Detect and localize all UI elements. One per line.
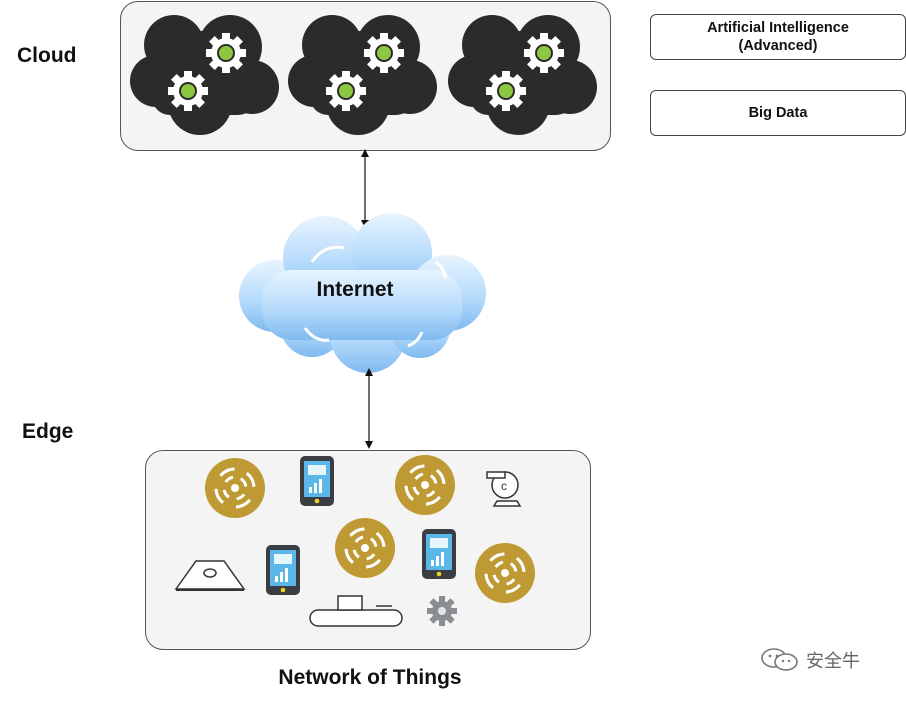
- gear-icon: [427, 596, 457, 626]
- conveyor-icon: [309, 595, 403, 627]
- cloud-label: Cloud: [17, 44, 77, 67]
- wireless-sensor-icon: [473, 541, 537, 605]
- big-data-box: Big Data: [650, 90, 906, 136]
- wireless-sensor-icon: [393, 453, 457, 517]
- mobile-phone-icon: [422, 529, 456, 579]
- edge-label: Edge: [22, 420, 74, 443]
- wechat-icon: [761, 648, 798, 671]
- big-data-box-label: Big Data: [748, 105, 808, 121]
- ai-box-label: Artificial Intelligence (Advanced): [707, 20, 849, 54]
- mobile-phone-icon: [300, 456, 334, 506]
- mobile-phone-icon: [266, 545, 300, 595]
- svg-text:c: c: [501, 479, 507, 493]
- network-of-things-label: Network of Things: [278, 666, 462, 689]
- internet-label: Internet: [316, 278, 394, 301]
- scale-icon: [174, 560, 246, 591]
- wireless-sensor-icon: [203, 456, 267, 520]
- watermark: 安全牛: [760, 647, 860, 673]
- pump-icon: c: [486, 471, 522, 507]
- internet-cloud-highlights: [303, 245, 448, 348]
- wireless-sensor-icon: [333, 516, 397, 580]
- watermark-text: 安全牛: [806, 651, 860, 671]
- internet-cloud-icon: [239, 213, 486, 373]
